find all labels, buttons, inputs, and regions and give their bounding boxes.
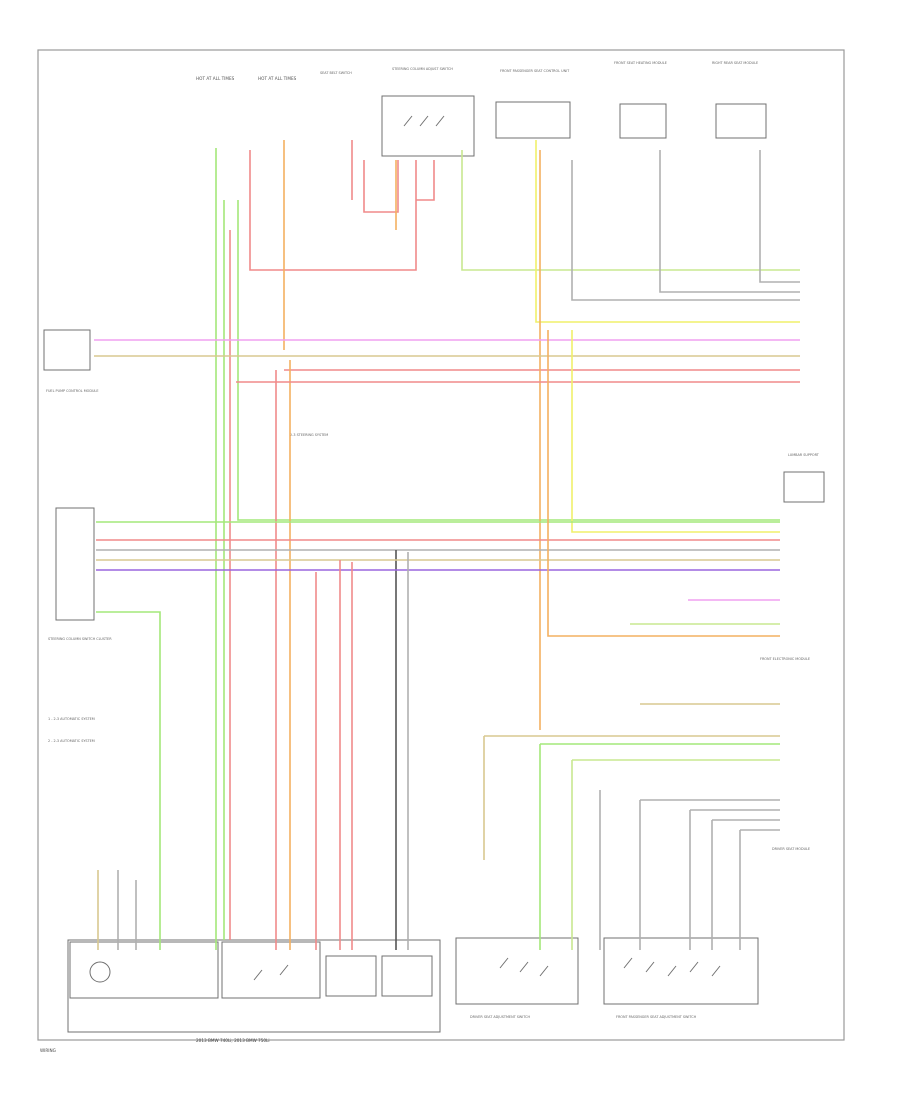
wire-gray-44: [711, 819, 780, 950]
fuse-label-2: HOT AT ALL TIMES: [258, 76, 297, 81]
wire-gray-17: [659, 150, 800, 293]
switch-contact-0: [253, 969, 263, 981]
switch-contact-2: [499, 957, 509, 969]
driver-seat-switch-box: [455, 937, 579, 1005]
steering-column-label: STEERING COLUMN SWITCH CLUSTER: [48, 637, 112, 641]
bottom-box-2: [221, 941, 321, 999]
top-relay-box: [381, 95, 475, 157]
wire-green-3: [237, 200, 780, 521]
system-ref: 2-3 STEERING SYSTEM: [290, 433, 328, 437]
top-label-3: FRONT PASSENGER SEAT CONTROL UNIT: [500, 69, 570, 73]
wire-red-12: [416, 160, 435, 201]
wire-gray-43: [689, 809, 780, 950]
wire-lime-40: [571, 759, 780, 950]
wire-green-39: [539, 743, 780, 950]
motor-symbol: [89, 961, 111, 983]
top-sensor-box-1: [495, 101, 571, 139]
switch-contact-7: [667, 965, 677, 977]
wire-gray-42: [639, 799, 780, 950]
switch-contact-12: [435, 115, 445, 127]
wire-gray-45: [739, 829, 780, 950]
wire-tan-38: [483, 735, 780, 860]
fuel-pump-label: FUEL PUMP CONTROL MODULE: [46, 389, 98, 393]
switch-contact-9: [711, 965, 721, 977]
bottom-module-enclosure: [67, 939, 441, 1033]
wire-group: [94, 140, 800, 950]
passenger-seat-switch-box: [603, 937, 759, 1005]
steering-column-module-box: [55, 507, 95, 621]
bottom-box-1: [69, 941, 219, 999]
fuse-label-1: HOT AT ALL TIMES: [196, 76, 235, 81]
wire-green-33: [96, 611, 161, 950]
wire-gray-18: [759, 150, 800, 283]
bottom-box-4: [381, 955, 433, 997]
diagram-border: [37, 49, 845, 1041]
lumbar-support-label: LUMBAR SUPPORT: [788, 453, 820, 457]
top-label-4: FRONT SEAT HEATING MODULE: [614, 61, 667, 65]
top-label-1: SEAT BELT SWITCH: [320, 71, 352, 75]
top-sensor-box-2: [619, 103, 667, 139]
top-label-2: STEERING COLUMN ADJUST SWITCH: [392, 67, 453, 71]
wire-yellow-14: [535, 140, 800, 323]
switch-contact-5: [623, 957, 633, 969]
wire-red-10: [363, 160, 399, 213]
fuel-pump-module-box: [43, 329, 91, 371]
lumbar-support-box: [783, 471, 825, 503]
switch-contact-11: [419, 115, 429, 127]
switch-contact-3: [519, 961, 529, 973]
switch-contact-1: [279, 964, 289, 976]
note-1: 1 - 2-3 AUTOMATIC SYSTEM: [48, 717, 95, 721]
wire-lime-13: [461, 150, 800, 271]
wire-gray-16: [571, 160, 800, 301]
bottom-box-3: [325, 955, 377, 997]
switch-contact-10: [403, 115, 413, 127]
seat-module-label: DRIVER SEAT MODULE: [772, 847, 810, 851]
footer-left: WIRING: [40, 1048, 56, 1053]
top-label-5: RIGHT REAR SEAT MODULE: [712, 61, 758, 65]
switch-contact-8: [689, 961, 699, 973]
wire-orange-34: [547, 330, 780, 637]
footer-center: 2013 BMW 740Li, 2013 BMW 750Li: [196, 1038, 270, 1043]
wire-red-4: [249, 150, 417, 271]
top-sensor-box-3: [715, 103, 767, 139]
switch-contact-4: [539, 965, 549, 977]
front-ecm-label: FRONT ELECTRONIC MODULE: [760, 657, 810, 661]
note-2: 2 - 2-3 AUTOMATIC SYSTEM: [48, 739, 95, 743]
switch-group: [253, 115, 721, 981]
switch-contact-6: [645, 961, 655, 973]
driver-seat-switch-label: DRIVER SEAT ADJUSTMENT SWITCH: [470, 1015, 530, 1019]
passenger-seat-switch-label: FRONT PASSENGER SEAT ADJUSTMENT SWITCH: [616, 1015, 697, 1019]
wire-yellow-22: [571, 330, 780, 533]
